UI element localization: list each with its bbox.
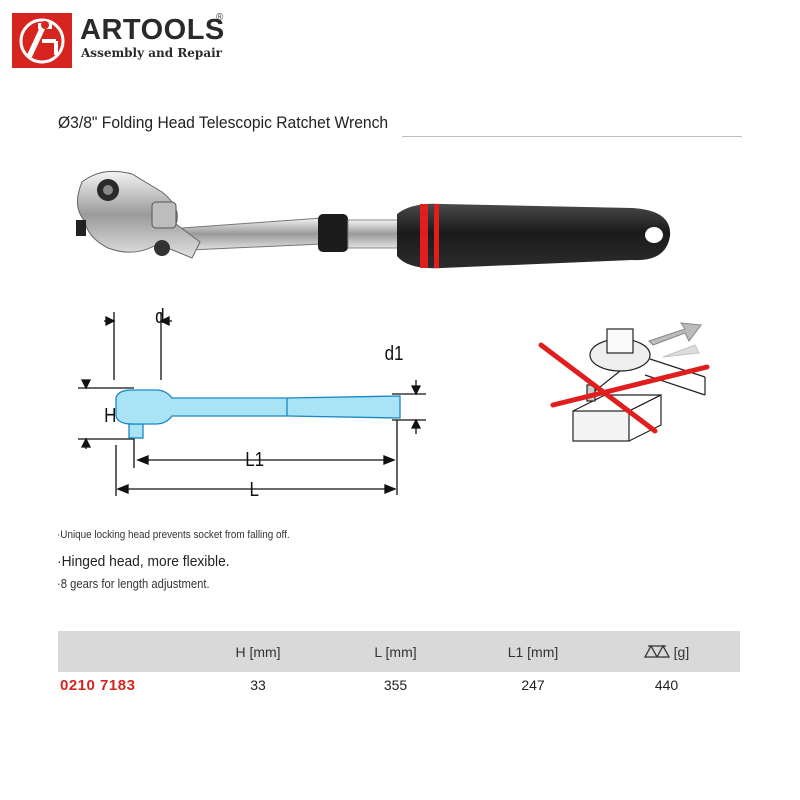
cell-h: 33 <box>250 677 266 693</box>
dim-label-h: H <box>104 404 116 427</box>
header-cell-h: H [mm] <box>198 631 318 672</box>
feature-item: ·Hinged head, more flexible. <box>57 553 230 570</box>
locking-head-diagram <box>538 322 710 442</box>
spec-table: H [mm] L [mm] L1 [mm] [g] 0210 7183 33 3… <box>58 631 740 698</box>
brand-logo <box>12 13 72 68</box>
dim-label-l: L <box>249 478 258 500</box>
product-title: Ø3/8" Folding Head Telescopic Ratchet Wr… <box>58 113 389 132</box>
header-cell-weight: [g] <box>593 631 740 672</box>
dimension-diagram: d d1 H L1 L <box>78 305 426 500</box>
dim-label-d: d <box>155 305 164 328</box>
title-divider <box>402 136 742 137</box>
feature-item: ·Unique locking head prevents socket fro… <box>57 529 290 541</box>
registered-mark: ® <box>216 12 224 23</box>
header-cell-code <box>58 631 198 672</box>
cell-l: 355 <box>383 677 408 693</box>
product-code: 0210 7183 <box>60 676 136 694</box>
table-row: 0210 7183 33 355 247 440 <box>58 672 740 698</box>
header-cell-l: L [mm] <box>318 631 473 672</box>
brand-tagline: Assembly and Repair <box>81 46 222 60</box>
dim-label-l1: L1 <box>245 448 264 471</box>
cell-l1: 247 <box>521 677 545 693</box>
weight-unit: [g] <box>673 643 690 660</box>
dim-label-d1: d1 <box>385 342 404 365</box>
cell-weight: 440 <box>654 677 679 693</box>
table-header-row: H [mm] L [mm] L1 [mm] [g] <box>58 631 740 672</box>
wrench-screwdriver-ar-logo-icon <box>19 18 65 64</box>
feature-item: ·8 gears for length adjustment. <box>57 577 210 591</box>
wrench-product-photo <box>76 170 671 269</box>
brand-name: ARTOOLS <box>80 14 225 46</box>
header-cell-l1: L1 [mm] <box>473 631 593 672</box>
scale-weight-icon <box>643 644 670 658</box>
